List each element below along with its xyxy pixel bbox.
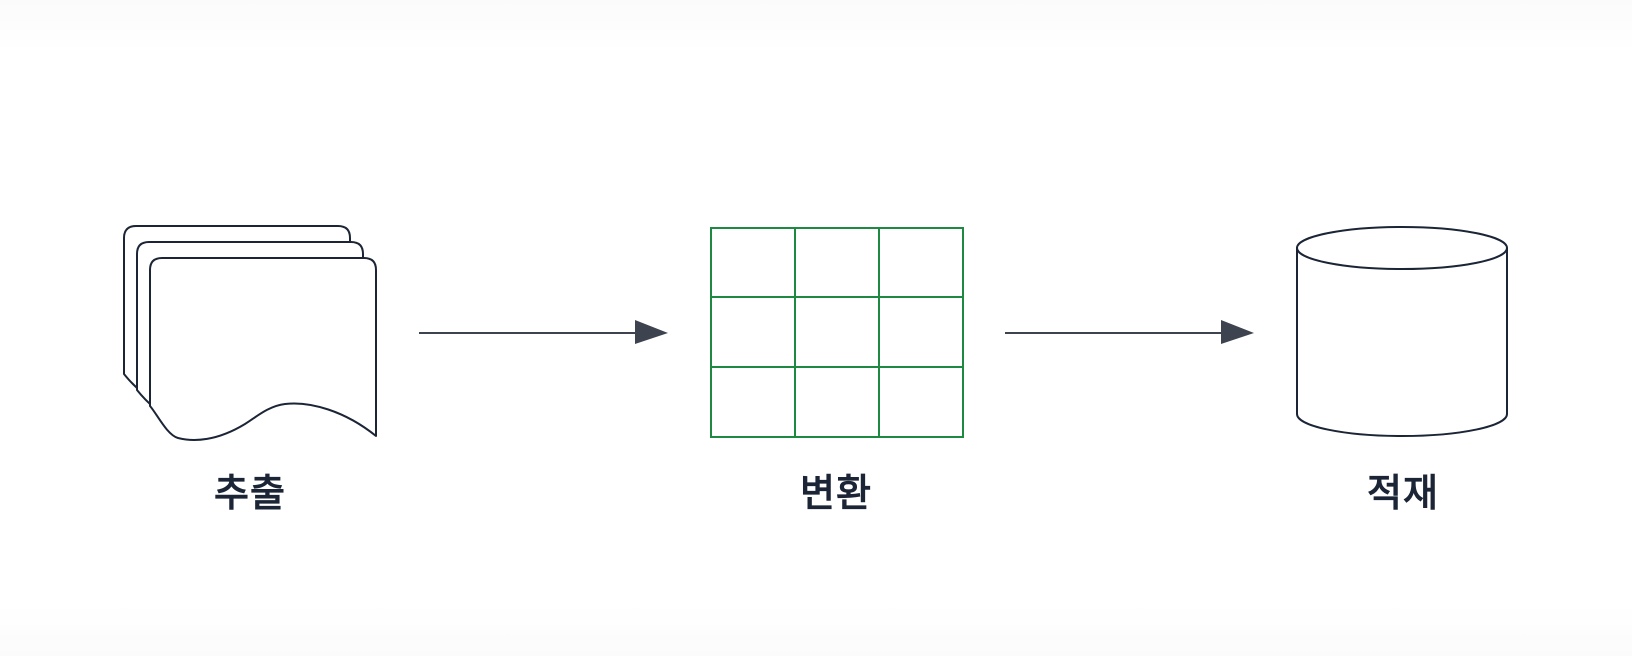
arrow-extract-to-transform bbox=[419, 320, 668, 344]
stacked-documents-icon bbox=[123, 225, 377, 441]
arrow-transform-to-load bbox=[1005, 320, 1254, 344]
stage-label-extract: 추출 bbox=[214, 471, 286, 515]
database-cylinder-icon bbox=[1296, 226, 1508, 437]
cylinder-top bbox=[1296, 226, 1508, 270]
cylinder-body bbox=[1296, 248, 1508, 437]
document-front bbox=[149, 257, 377, 441]
table-grid-icon bbox=[710, 227, 964, 438]
stage-label-load: 적재 bbox=[1367, 471, 1439, 515]
stage-label-transform: 변환 bbox=[800, 471, 872, 515]
